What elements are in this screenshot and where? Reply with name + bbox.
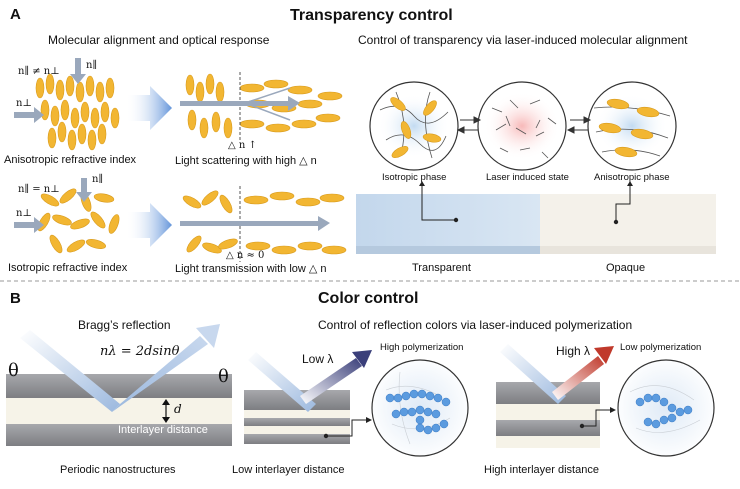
label-low-polymerization: Low polymerization xyxy=(620,342,702,353)
caption-periodic-nanostructures: Periodic nanostructures xyxy=(60,464,176,476)
label-laser-induced-state: Laser induced state xyxy=(486,172,569,183)
pointer-head-anisotropic xyxy=(627,181,633,186)
pointer-dot-transparent xyxy=(453,217,459,223)
bragg-layers xyxy=(6,374,232,446)
transparency-slab xyxy=(356,194,716,254)
high-polymerization-circle xyxy=(371,359,469,457)
scattering-composite xyxy=(180,72,343,142)
d-arrow-down xyxy=(162,417,170,423)
d-arrow-up xyxy=(162,399,170,405)
panel-b xyxy=(6,324,715,457)
isotropic-cluster xyxy=(37,188,120,254)
label-isotropic-phase: Isotropic phase xyxy=(382,172,447,183)
low-polymerization-circle xyxy=(617,359,715,457)
symbol-n-par-top: n∥ xyxy=(86,60,98,71)
pointer-head-isotropic xyxy=(419,181,425,186)
isotropic-arrows xyxy=(14,178,92,233)
anisotropic-phase-circle xyxy=(587,81,677,171)
label-high-lambda: High λ xyxy=(556,344,591,358)
label-interlayer-distance: Interlayer distance xyxy=(118,424,208,436)
stack-pointers xyxy=(326,409,612,437)
isotropic-phase-circle xyxy=(369,81,459,171)
panel-a xyxy=(14,58,716,262)
caption-low-interlayer-distance: Low interlayer distance xyxy=(232,464,345,476)
panel-b-right-subtitle: Control of reflection colors via laser-i… xyxy=(318,318,633,332)
symbol-delta-n-up: △ n ↑ xyxy=(228,140,257,151)
process-arrow-bottom xyxy=(126,203,172,247)
panel-a-right-subtitle: Control of transparency via laser-induce… xyxy=(358,33,688,47)
reflected-beam xyxy=(112,336,208,412)
phase-pointers xyxy=(421,184,631,222)
symbol-n-par-neq-perp: n∥ ≠ n⊥ xyxy=(18,66,60,77)
panel-a-letter: A xyxy=(10,6,21,23)
symbol-n-par-eq-perp: n∥ = n⊥ xyxy=(18,184,60,195)
pointer-dot-opaque xyxy=(613,219,619,225)
label-opaque: Opaque xyxy=(606,262,646,274)
symbol-delta-n-zero: △ n ≈ 0 xyxy=(226,250,265,261)
label-transparent: Transparent xyxy=(412,262,471,274)
bragg-equation: nλ = 2dsinθ xyxy=(100,344,180,359)
process-arrow-top xyxy=(126,86,172,130)
high-lambda-arrow xyxy=(552,356,604,400)
panel-b-title: Color control xyxy=(318,290,419,307)
laser-state-circle xyxy=(477,81,567,171)
low-lambda-arrow xyxy=(300,358,362,404)
panel-b-letter: B xyxy=(10,290,21,307)
theta-right: θ xyxy=(218,366,229,387)
pointer-head-high-poly xyxy=(366,417,372,423)
high-lambda-arrow-head xyxy=(594,346,614,364)
reflected-beam-head xyxy=(196,324,220,348)
symbol-n-par-bottom: n∥ xyxy=(92,174,104,185)
pointer-head-low-poly xyxy=(610,407,616,413)
high-lambda-beam xyxy=(500,344,566,404)
theta-left: θ xyxy=(8,360,19,381)
low-lambda-beam xyxy=(248,352,316,412)
label-low-lambda: Low λ xyxy=(302,352,334,366)
anisotropic-arrows xyxy=(14,58,86,123)
anisotropic-cluster xyxy=(35,73,120,151)
panel-b-left-subtitle: Bragg’s reflection xyxy=(78,318,171,332)
caption-light-transmission: Light transmission with low △ n xyxy=(175,263,327,275)
d-symbol: d xyxy=(174,402,182,416)
pointer-dot-low-stack xyxy=(323,433,329,439)
incident-beam xyxy=(20,330,120,412)
panel-a-left-subtitle: Molecular alignment and optical response xyxy=(48,33,270,47)
pointer-dot-high-stack xyxy=(579,423,585,429)
low-lambda-arrow-head xyxy=(352,350,372,368)
phase-exchange-arrows xyxy=(456,116,592,134)
label-high-polymerization: High polymerization xyxy=(380,342,464,353)
transmission-composite xyxy=(180,186,347,262)
caption-light-scattering: Light scattering with high △ n xyxy=(175,155,317,167)
symbol-n-perp-top: n⊥ xyxy=(16,98,32,109)
panel-a-title: Transparency control xyxy=(290,7,453,24)
caption-isotropic-index: Isotropic refractive index xyxy=(8,262,128,274)
label-anisotropic-phase: Anisotropic phase xyxy=(594,172,670,183)
caption-high-interlayer-distance: High interlayer distance xyxy=(484,464,599,476)
symbol-n-perp-bottom: n⊥ xyxy=(16,208,32,219)
caption-anisotropic-index: Anisotropic refractive index xyxy=(4,154,137,166)
